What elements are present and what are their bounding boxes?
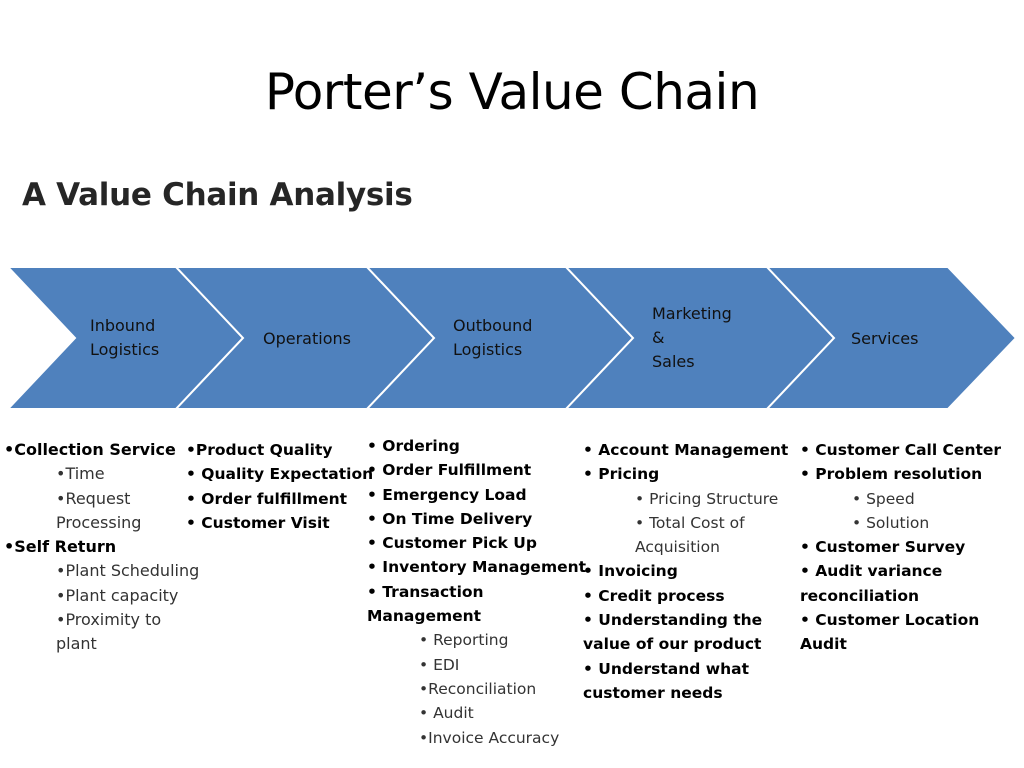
- list-item: •Reconciliation: [419, 679, 537, 698]
- chevron-label-operations: Operations: [263, 329, 351, 348]
- list-item: •Self Return: [4, 537, 117, 557]
- list-item: • Reporting: [419, 631, 509, 650]
- list-item: Management: [367, 607, 482, 626]
- list-item: • Customer Pick Up: [367, 534, 537, 553]
- list-item: •Collection Service: [4, 440, 176, 459]
- list-item: reconciliation: [800, 586, 920, 605]
- chevron-label-services: Services: [851, 329, 919, 348]
- list-item: • Solution: [852, 513, 930, 532]
- services-list: • Customer Call Center • Problem resolut…: [800, 438, 1001, 657]
- list-item: •Time: [56, 464, 105, 484]
- outbound-logistics-list: • Ordering • Order Fulfillment • Emergen…: [367, 434, 586, 750]
- list-item: value of our product: [583, 635, 762, 654]
- list-item: • Account Management: [583, 441, 789, 459]
- list-item: • Audit variance: [800, 562, 943, 581]
- list-item: • Customer Location: [800, 611, 980, 630]
- list-item: • Order fulfillment: [186, 489, 348, 508]
- list-item: customer needs: [583, 683, 723, 702]
- list-item: • Credit process: [583, 586, 725, 605]
- chevron-label-outbound-logistics: Outbound Logistics: [453, 316, 533, 359]
- list-item: • Total Cost of: [635, 513, 745, 532]
- list-item: • Customer Survey: [800, 538, 966, 557]
- list-item: • On Time Delivery: [367, 509, 533, 528]
- chevron-label-marketing-sales: Marketing & Sales: [652, 304, 732, 371]
- list-item: • Pricing: [583, 465, 660, 484]
- list-item: • Quality Expectation: [186, 465, 374, 484]
- list-item: • Inventory Management: [367, 558, 587, 577]
- slide-title: Porter’s Value Chain: [264, 63, 760, 121]
- list-item: • Order Fulfillment: [367, 461, 532, 480]
- slide-subtitle: A Value Chain Analysis: [22, 177, 413, 213]
- list-item: •Plant Scheduling: [56, 561, 200, 581]
- list-item: • Invoicing: [583, 562, 678, 581]
- inbound-logistics-list: •Collection Service •Time •Request Proce…: [4, 438, 199, 657]
- list-item: Processing: [56, 512, 142, 532]
- list-item: • Understanding the: [583, 611, 763, 630]
- list-item: • Customer Call Center: [800, 441, 1002, 459]
- list-item: Acquisition: [635, 538, 720, 557]
- list-item: • Speed: [852, 489, 915, 508]
- chevron-services: [764, 266, 1018, 410]
- list-item: • Problem resolution: [800, 465, 983, 484]
- operations-list: •Product Quality • Quality Expectation •…: [186, 438, 373, 535]
- list-item: • EDI: [419, 655, 460, 674]
- list-item: •Request: [56, 488, 131, 508]
- list-item: •Proximity to: [56, 610, 162, 630]
- list-item: • Emergency Load: [367, 485, 527, 504]
- list-item: •Product Quality: [186, 441, 333, 459]
- list-item: • Transaction: [367, 582, 484, 601]
- list-item: Audit: [800, 635, 847, 654]
- list-item: • Understand what: [583, 659, 750, 678]
- value-chain-chevrons: [5, 266, 1018, 410]
- list-item: •Invoice Accuracy: [419, 728, 560, 747]
- list-item: • Pricing Structure: [635, 489, 779, 508]
- marketing-sales-list: • Account Management • Pricing • Pricing…: [583, 438, 788, 705]
- list-item: • Audit: [419, 704, 474, 723]
- list-item: • Ordering: [367, 437, 460, 455]
- list-item: plant: [56, 634, 97, 654]
- chevron-label-inbound-logistics: Inbound Logistics: [90, 316, 160, 359]
- list-item: • Customer Visit: [186, 513, 330, 532]
- list-item: •Plant capacity: [56, 585, 179, 605]
